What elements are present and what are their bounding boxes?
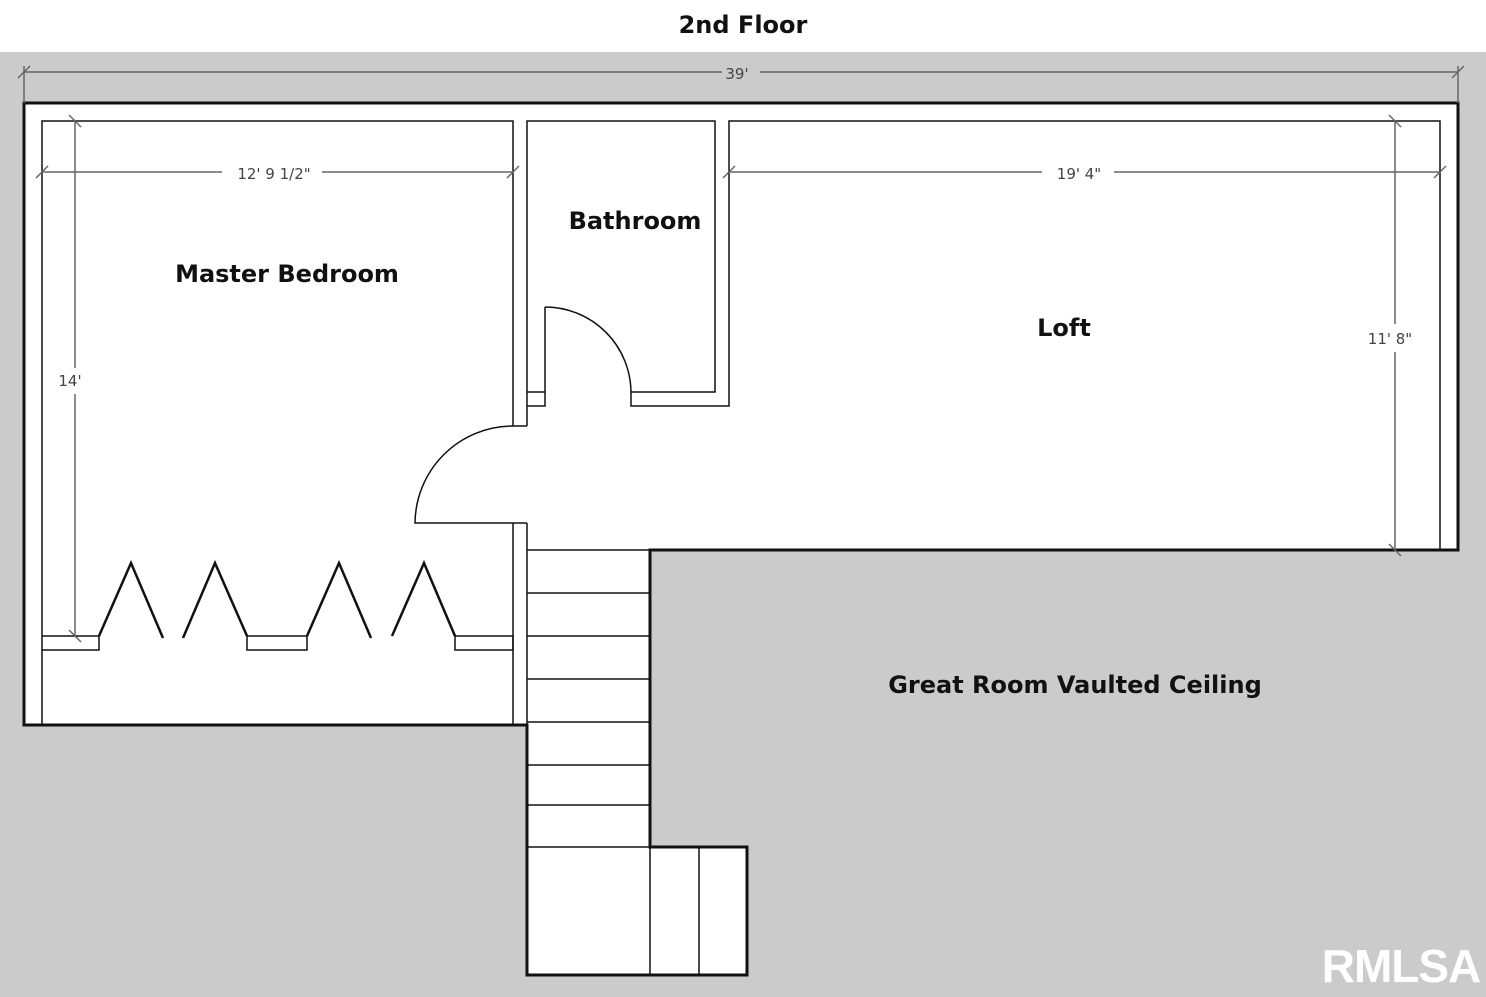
dimension-lines xyxy=(17,65,1465,643)
doors xyxy=(97,306,632,639)
room-label-great-room: Great Room Vaulted Ceiling xyxy=(888,671,1262,699)
master-depth-label: 14' xyxy=(58,372,81,390)
inner-walls xyxy=(41,120,1441,725)
overall-width-label: 39' xyxy=(725,65,748,83)
floor-area xyxy=(22,101,1460,977)
loft-depth-label: 11' 8" xyxy=(1368,330,1412,348)
stairs xyxy=(527,549,700,975)
watermark-logo: RMLSA xyxy=(1322,940,1481,992)
room-label-bathroom: Bathroom xyxy=(569,207,702,235)
master-width-label: 12' 9 1/2" xyxy=(237,165,310,183)
loft-width-label: 19' 4" xyxy=(1057,165,1101,183)
room-label-loft: Loft xyxy=(1037,314,1091,342)
floor-title: 2nd Floor xyxy=(678,11,808,39)
room-label-master-bedroom: Master Bedroom xyxy=(175,260,399,288)
